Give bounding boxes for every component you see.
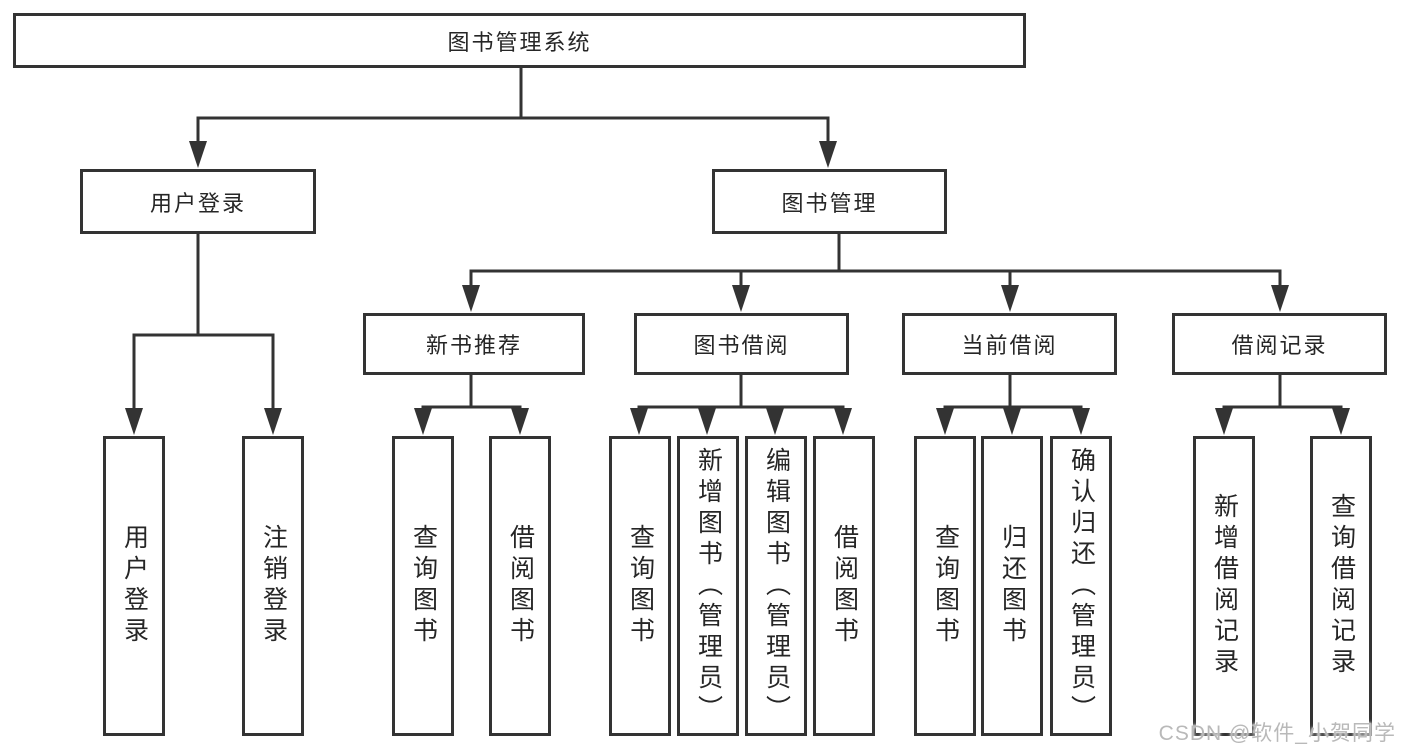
node-label: 借阅图书: [506, 524, 535, 648]
node-leaf-logout: 注销登录: [242, 436, 304, 736]
node-leaf-confirm-return-admin: 确认归还（管理员）: [1050, 436, 1112, 736]
node-library-management-system: 图书管理系统: [13, 13, 1026, 68]
node-label: 查询图书: [931, 524, 960, 648]
node-label: 当前借阅: [961, 333, 1058, 358]
node-label: 归还图书: [998, 524, 1027, 648]
arrowheads-new-book-children: [414, 408, 529, 435]
connector-current-borrow-children: [943, 375, 1083, 420]
node-leaf-query-borrow-record: 查询借阅记录: [1310, 436, 1372, 736]
node-label: 查询图书: [626, 524, 655, 648]
node-label: 新书推荐: [425, 333, 522, 358]
connector-user-login-children: [132, 234, 275, 415]
arrowheads-book-borrow-children: [630, 408, 852, 435]
node-label: 查询借阅记录: [1327, 493, 1356, 679]
node-label: 借阅图书: [830, 524, 859, 648]
node-leaf-query-books-1: 查询图书: [392, 436, 454, 736]
arrowheads-level1: [189, 141, 837, 168]
node-leaf-borrow-books-1: 借阅图书: [489, 436, 551, 736]
node-user-login: 用户登录: [80, 169, 316, 234]
node-new-book-recommendation: 新书推荐: [363, 313, 585, 375]
connector-root-to-level1: [196, 68, 830, 150]
arrowheads-current-borrow-children: [936, 408, 1090, 435]
node-label: 图书管理: [781, 190, 878, 216]
node-label: 用户登录: [120, 524, 149, 648]
node-leaf-query-books-2: 查询图书: [609, 436, 671, 736]
node-book-borrowing: 图书借阅: [634, 313, 849, 375]
node-label: 图书管理系统: [447, 29, 592, 55]
node-label: 注销登录: [259, 524, 288, 648]
node-leaf-add-borrow-record: 新增借阅记录: [1193, 436, 1255, 736]
node-borrowing-records: 借阅记录: [1172, 313, 1387, 375]
connector-new-book-children: [421, 375, 522, 420]
node-leaf-borrow-books-2: 借阅图书: [813, 436, 875, 736]
node-label: 用户登录: [149, 190, 246, 216]
node-leaf-add-books-admin: 新增图书（管理员）: [677, 436, 739, 736]
node-leaf-user-login: 用户登录: [103, 436, 165, 736]
node-label: 新增借阅记录: [1210, 493, 1239, 679]
node-label: 确认归还（管理员）: [1067, 446, 1096, 726]
connector-book-mgmt-to-level2: [469, 234, 1282, 296]
arrowheads-user-login-children: [125, 408, 282, 435]
node-leaf-query-books-3: 查询图书: [914, 436, 976, 736]
csdn-watermark: CSDN @软件_小贺同学: [1158, 722, 1396, 745]
node-label: 查询图书: [409, 524, 438, 648]
node-label: 编辑图书（管理员）: [762, 446, 791, 726]
node-current-borrowing: 当前借阅: [902, 313, 1117, 375]
node-book-management: 图书管理: [712, 169, 947, 234]
arrowheads-level2: [462, 285, 1289, 312]
connector-borrow-record-children: [1222, 375, 1343, 420]
node-label: 图书借阅: [693, 333, 790, 358]
arrowheads-borrow-record-children: [1215, 408, 1350, 435]
node-leaf-return-books: 归还图书: [981, 436, 1043, 736]
node-label: 借阅记录: [1231, 333, 1328, 358]
node-leaf-edit-books-admin: 编辑图书（管理员）: [745, 436, 807, 736]
connector-book-borrow-children: [637, 375, 845, 420]
node-label: 新增图书（管理员）: [694, 446, 723, 726]
